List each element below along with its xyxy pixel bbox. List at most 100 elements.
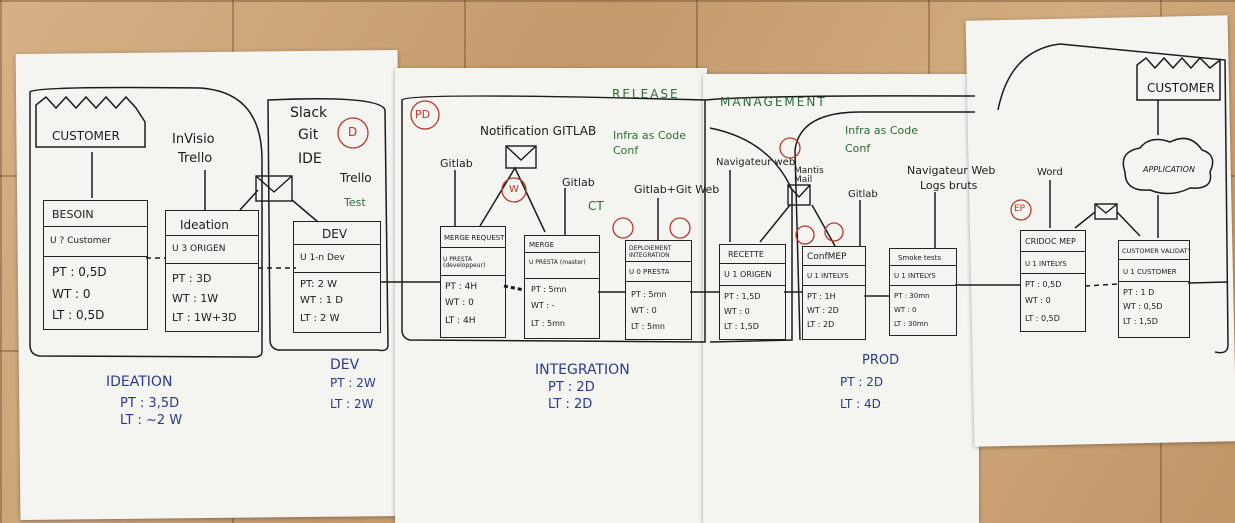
tool-invision: InVisio: [172, 132, 215, 147]
banner-release: RELEASE: [612, 87, 680, 101]
step-operator: U 1 INTELYS: [807, 272, 849, 280]
step-pt: PT : 3D: [172, 272, 212, 285]
paper-sheet-3: [703, 74, 979, 523]
step-operator: U 1-n Dev: [300, 253, 345, 263]
summary-prod-lt: LT : 4D: [840, 397, 881, 411]
tool-infra-as-code-2: Infra as Code: [845, 124, 918, 137]
tool-conf-2: Conf: [845, 142, 871, 155]
step-operator: U PRESTA (master): [529, 259, 586, 266]
step-pt: PT : 5mn: [631, 290, 667, 299]
step-lt: LT : 5mn: [531, 319, 565, 328]
tool-test: Test: [344, 196, 366, 209]
tool-logs-bruts: Logs bruts: [920, 179, 978, 192]
step-title: RECETTE: [728, 250, 764, 259]
step-merge-request: MERGE REQUEST U PRESTA (developpeur) PT …: [440, 226, 506, 338]
step-wt: WT : 1W: [172, 292, 219, 305]
step-pt: PT : 0,5D: [1025, 280, 1062, 289]
summary-integration-pt: PT : 2D: [548, 380, 595, 395]
step-lt: LT : 1W+3D: [172, 311, 237, 324]
step-title: ConfMEP: [807, 252, 847, 262]
tool-word: Word: [1037, 167, 1063, 178]
summary-dev-title: DEV: [330, 357, 360, 373]
step-title: Smoke tests: [898, 254, 941, 262]
step-lt: LT : 4H: [445, 316, 476, 326]
tool-gitlab-git-web: Gitlab+Git Web: [634, 183, 720, 196]
step-smoke-tests: Smoke tests U 1 INTELYS PT : 30mn WT : 0…: [889, 248, 957, 336]
step-wt: WT : 0: [724, 307, 750, 316]
customer-left-label: CUSTOMER: [52, 129, 120, 143]
step-wt: WT : 0,5D: [1123, 302, 1163, 311]
step-title: CUSTOMER VALIDAT°: [1122, 247, 1191, 255]
tool-git: Git: [298, 127, 319, 143]
tool-notification-gitlab: Notification GITLAB: [480, 124, 597, 138]
step-lt: LT : 2D: [807, 320, 835, 329]
paper-sheet-2: [395, 68, 707, 523]
summary-dev-lt: LT : 2W: [330, 397, 374, 411]
step-operator: U PRESTA (developpeur): [443, 256, 486, 269]
step-recette: RECETTE U 1 ORIGEN PT : 1,5D WT : 0 LT :…: [719, 244, 786, 340]
step-title: MERGE: [529, 241, 555, 249]
tool-ide: IDE: [298, 151, 322, 167]
summary-integration-lt: LT : 2D: [548, 397, 593, 412]
step-customer-validation: CUSTOMER VALIDAT° U 1 CUSTOMER PT : 1 D …: [1118, 240, 1191, 338]
step-besoin: BESOIN U ? Customer PT : 0,5D WT : 0 LT …: [43, 200, 148, 330]
banner-management: MANAGEMENT: [720, 95, 827, 109]
step-lt: LT : 0,5D: [52, 308, 105, 322]
step-title: DEV: [322, 227, 348, 241]
step-pt: PT: 2 W: [300, 279, 338, 290]
badge-ct: CT: [588, 199, 604, 213]
step-operator: U 0 PRESTA: [629, 268, 670, 276]
tool-navigateur-web-2: Navigateur Web: [907, 164, 996, 177]
step-pt: PT : 0,5D: [52, 265, 107, 279]
summary-prod-title: PROD: [862, 353, 900, 368]
step-wt: WT : 0: [52, 287, 91, 301]
badge-d: D: [348, 125, 358, 139]
step-wt: WT : 0: [894, 306, 917, 314]
step-wt: WT : 0: [631, 306, 657, 315]
step-merge: MERGE U PRESTA (master) PT : 5mn WT : - …: [524, 235, 600, 339]
summary-ideation-lt: LT : ~2 W: [120, 413, 183, 428]
step-ideation: Ideation U 3 ORIGEN PT : 3D WT : 1W LT :…: [165, 210, 259, 332]
step-operator: U 1 INTELYS: [1025, 260, 1067, 268]
tool-mantis-mail: Mantis Mail: [794, 166, 824, 185]
step-pt: PT : 5mn: [531, 285, 567, 294]
step-wt: WT : 2D: [807, 306, 839, 315]
step-lt: LT : 5mn: [631, 322, 665, 331]
step-operator: U 3 ORIGEN: [172, 244, 226, 254]
badge-w: W: [509, 184, 519, 195]
summary-dev-pt: PT : 2W: [330, 376, 376, 390]
badge-ep: EP: [1014, 204, 1026, 214]
step-title: DEPLOIEMENT INTEGRATION: [629, 245, 672, 260]
step-lt: LT : 1,5D: [1123, 317, 1158, 326]
step-dev: DEV U 1-n Dev PT: 2 W WT : 1 D LT : 2 W: [293, 221, 381, 333]
step-wt: WT : 0: [445, 298, 474, 308]
tool-gitlab-1: Gitlab: [440, 157, 473, 170]
step-title: Ideation: [180, 218, 229, 232]
summary-ideation-pt: PT : 3,5D: [120, 396, 180, 411]
step-pt: PT : 1 D: [1123, 288, 1155, 297]
step-operator: U 1 INTELYS: [894, 272, 936, 280]
step-lt: LT : 0,5D: [1025, 314, 1060, 323]
summary-prod-pt: PT : 2D: [840, 375, 884, 389]
step-lt: LT : 1,5D: [724, 322, 759, 331]
step-wt: WT : 1 D: [300, 295, 343, 306]
step-operator: U 1 ORIGEN: [724, 270, 772, 279]
step-wt: WT : -: [531, 301, 555, 310]
tool-slack: Slack: [290, 105, 328, 121]
step-lt: LT : 30mn: [894, 320, 929, 328]
customer-right-label: CUSTOMER: [1147, 81, 1215, 95]
step-title: BESOIN: [52, 208, 94, 221]
summary-ideation-title: IDEATION: [106, 374, 173, 390]
step-title: MERGE REQUEST: [444, 234, 505, 242]
tool-conf-1: Conf: [613, 144, 639, 157]
step-confmep: ConfMEP U 1 INTELYS PT : 1H WT : 2D LT :…: [802, 246, 866, 340]
tool-trello-2: Trello: [340, 171, 372, 185]
step-pt: PT : 1H: [807, 292, 836, 301]
tool-gitlab-4: Gitlab: [848, 189, 878, 200]
step-wt: WT : 0: [1025, 296, 1051, 305]
badge-pd: PD: [415, 108, 431, 121]
tool-gitlab-2: Gitlab: [562, 176, 595, 189]
step-operator: U ? Customer: [50, 236, 111, 246]
tool-navigateur-web: Navigateur web: [716, 157, 796, 168]
tool-infra-as-code-1: Infra as Code: [613, 129, 686, 142]
